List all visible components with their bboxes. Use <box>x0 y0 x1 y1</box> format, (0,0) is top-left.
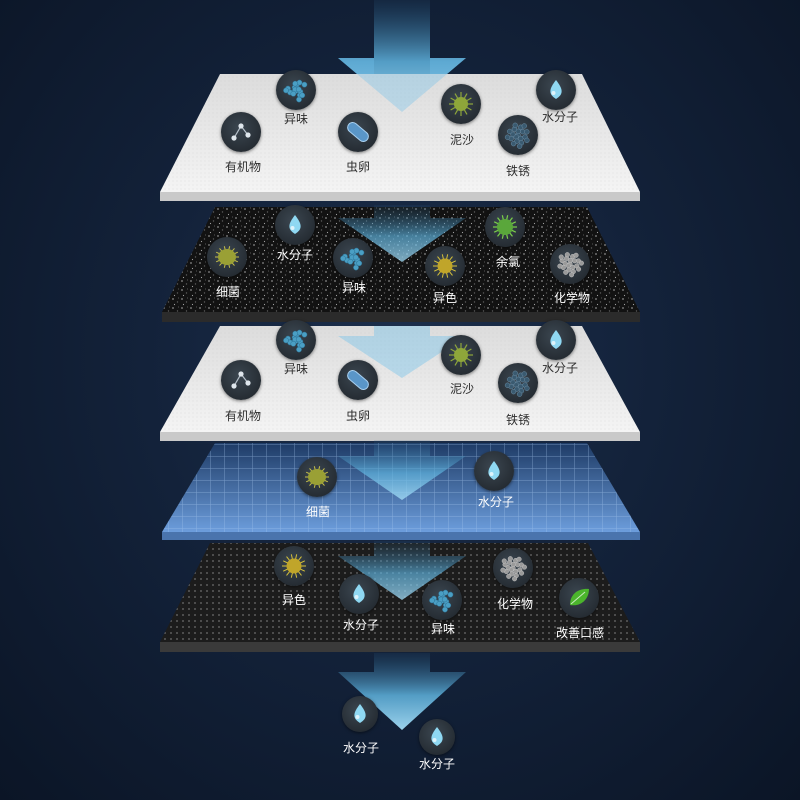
particle-label: 水分子 <box>342 741 380 755</box>
worm-egg-icon <box>347 122 369 142</box>
particle-label: 虫卵 <box>345 160 371 174</box>
layer-4-grid-membrane <box>162 440 640 540</box>
particle-label: 铁锈 <box>505 164 531 178</box>
particle-bubble <box>221 112 261 152</box>
sediment-particle-icon <box>449 92 473 116</box>
particle-label: 水分子 <box>541 361 579 375</box>
particle-label: 泥沙 <box>449 133 475 147</box>
particle-label: 水分子 <box>418 757 456 771</box>
chemical-particle-icon <box>557 252 584 278</box>
particle-label: 泥沙 <box>449 382 475 396</box>
particle-label: 有机物 <box>224 160 262 174</box>
water-molecule-icon <box>488 461 500 480</box>
particle-label: 余氯 <box>495 255 521 269</box>
particle-label: 水分子 <box>477 495 515 509</box>
odor-particle-icon <box>340 247 365 271</box>
particle-label: 改善口感 <box>555 626 605 640</box>
organic-molecule-icon <box>231 371 251 389</box>
chemical-particle-icon <box>500 556 527 582</box>
particle-label: 细菌 <box>305 505 331 519</box>
odor-particle-icon <box>283 329 308 353</box>
rust-particle-icon <box>504 370 530 397</box>
bacteria-icon <box>215 246 239 268</box>
water-molecule-icon <box>550 80 562 99</box>
particle-label: 铁锈 <box>505 413 531 427</box>
particle-label: 化学物 <box>496 597 534 611</box>
color-particle-icon <box>282 554 306 578</box>
water-molecule-icon <box>354 704 366 723</box>
particle-label: 虫卵 <box>345 409 371 423</box>
particle-label: 有机物 <box>224 409 262 423</box>
odor-particle-icon <box>429 589 454 613</box>
worm-egg-icon <box>347 370 369 390</box>
water-molecule-icon <box>353 584 365 603</box>
particle-label: 水分子 <box>342 618 380 632</box>
particle-label: 异色 <box>281 593 307 607</box>
residual-chlorine-icon <box>493 215 517 239</box>
particle-label: 细菌 <box>215 285 241 299</box>
rust-particle-icon <box>504 122 530 149</box>
water-molecule-icon <box>550 330 562 349</box>
particle-label: 水分子 <box>541 110 579 124</box>
particle-label: 异味 <box>283 112 309 126</box>
water-molecule-icon <box>289 215 301 234</box>
bacteria-icon <box>305 466 329 488</box>
particle-bubble <box>221 360 261 400</box>
particle-label: 异味 <box>283 362 309 376</box>
particle-label: 异味 <box>341 281 367 295</box>
particle-label: 化学物 <box>553 291 591 305</box>
water-molecule-icon <box>431 727 443 746</box>
particle-label: 异味 <box>430 622 456 636</box>
layer-1-membrane <box>160 58 640 201</box>
sediment-particle-icon <box>449 343 473 367</box>
outflow-arrow <box>338 653 466 730</box>
particle-label: 水分子 <box>276 248 314 262</box>
color-particle-icon <box>433 254 457 278</box>
organic-molecule-icon <box>231 123 251 141</box>
green-leaf-icon <box>570 588 589 606</box>
particle-label: 异色 <box>432 291 458 305</box>
odor-particle-icon <box>283 79 308 103</box>
